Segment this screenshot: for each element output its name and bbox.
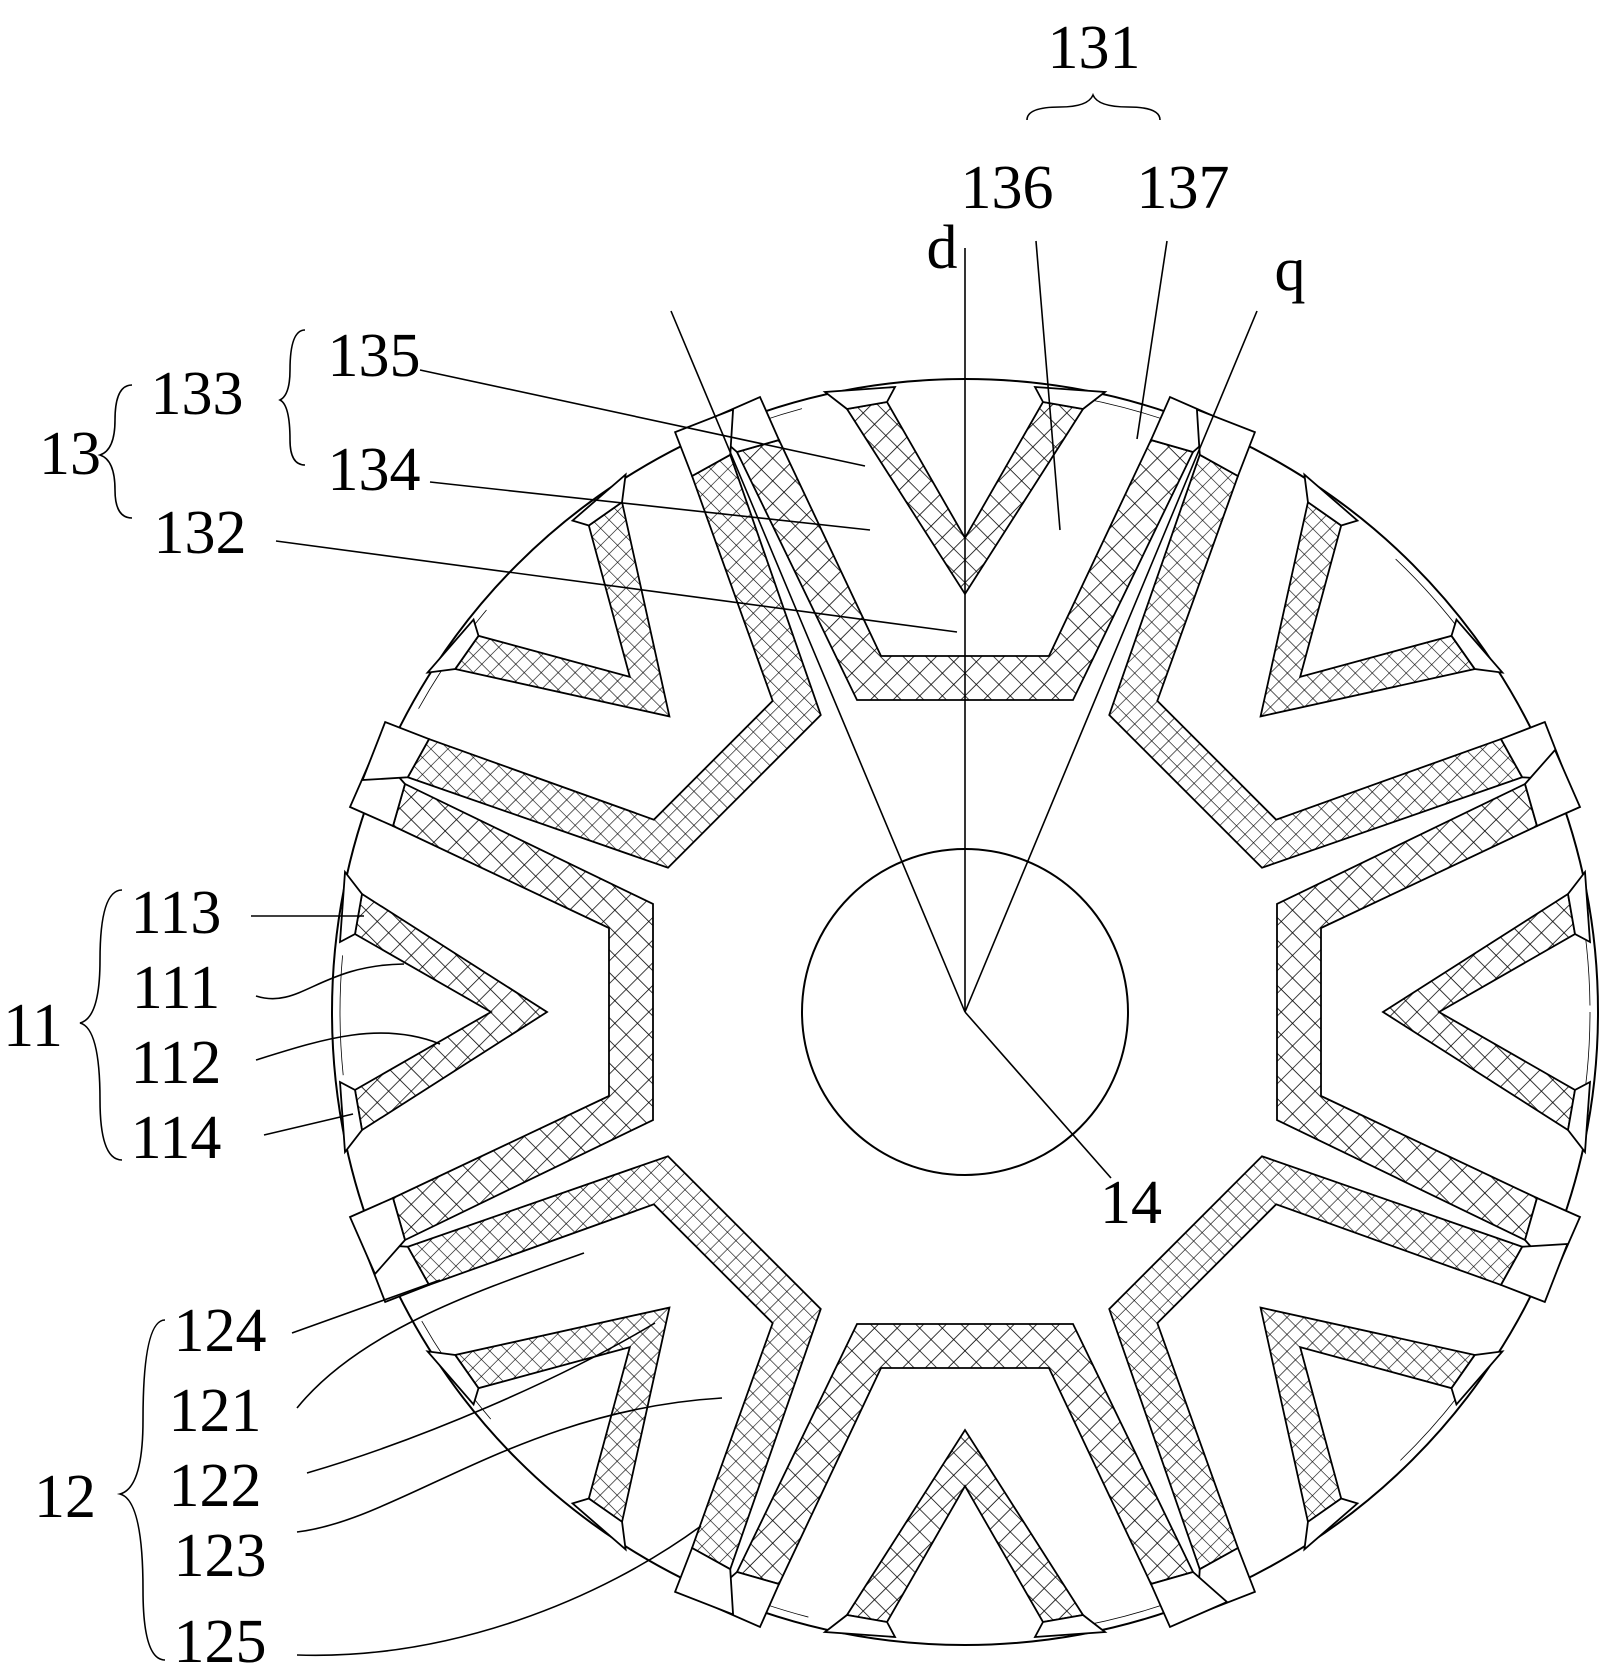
label-q-axis: q xyxy=(1275,236,1306,304)
label-122: 122 xyxy=(169,1452,262,1520)
label-134: 134 xyxy=(328,436,421,504)
label-133: 133 xyxy=(151,360,244,428)
label-12: 12 xyxy=(34,1463,96,1531)
label-123: 123 xyxy=(174,1522,267,1590)
label-113: 113 xyxy=(131,879,222,947)
label-135: 135 xyxy=(328,322,421,390)
label-121: 121 xyxy=(169,1377,262,1445)
label-137: 137 xyxy=(1137,154,1230,222)
label-132: 132 xyxy=(154,499,247,567)
label-14: 14 xyxy=(1100,1169,1162,1237)
label-11: 11 xyxy=(3,992,63,1060)
label-112: 112 xyxy=(131,1029,222,1097)
label-136: 136 xyxy=(961,154,1054,222)
label-125: 125 xyxy=(174,1608,267,1676)
label-131: 131 xyxy=(1048,14,1141,82)
label-d-axis: d xyxy=(927,214,958,282)
label-124: 124 xyxy=(174,1297,267,1365)
label-111: 111 xyxy=(132,954,220,1022)
label-13: 13 xyxy=(39,420,101,488)
label-114: 114 xyxy=(131,1104,222,1172)
